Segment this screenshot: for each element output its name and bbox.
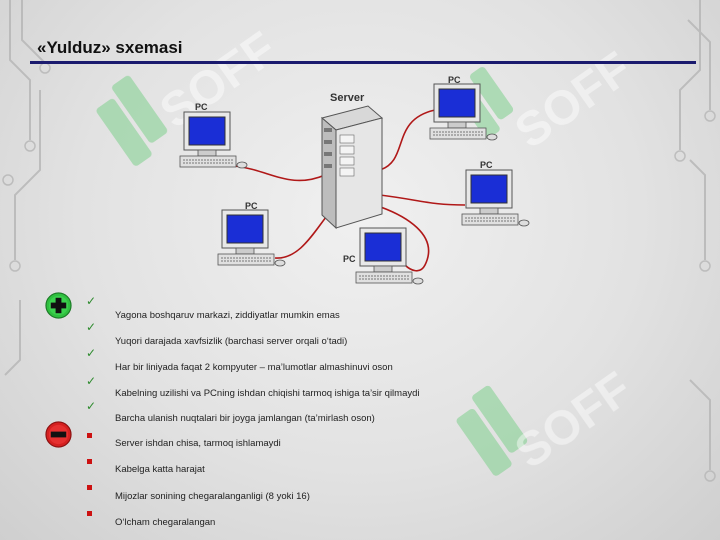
check-icon: ✓ (86, 320, 97, 334)
server-label: Server (330, 92, 365, 104)
title-divider (30, 61, 696, 64)
pc-label: PC (343, 254, 356, 264)
minus-icon (45, 421, 72, 448)
pc-label: PC (448, 75, 461, 85)
bullet-icon (87, 485, 92, 490)
pc-label: PC (480, 160, 493, 170)
advantage-item: Barcha ulanish nuqtalari bir joyga jamla… (115, 413, 375, 424)
pc-icon (217, 209, 286, 267)
pc-icon (461, 169, 530, 227)
pc-icon (429, 83, 498, 141)
bullet-icon (87, 433, 92, 438)
star-topology-diagram: Server PC PC PC PC PC (179, 75, 530, 285)
advantage-item: Yagona boshqaruv markazi, ziddiyatlar mu… (115, 310, 340, 321)
pc-icon (179, 111, 248, 169)
check-icon: ✓ (86, 374, 97, 388)
disadvantage-item: Server ishdan chisa, tarmoq ishlamaydi (115, 438, 281, 449)
plus-icon (45, 292, 72, 319)
check-icon: ✓ (86, 399, 97, 413)
check-icon: ✓ (86, 346, 97, 360)
pc-label: PC (245, 201, 258, 211)
bullet-icon (87, 511, 92, 516)
advantage-item: Kabelning uzilishi va PCning ishdan chiq… (115, 388, 420, 399)
disadvantage-item: O‘lcham chegaralangan (115, 517, 216, 528)
pc-label: PC (195, 102, 208, 112)
disadvantage-item: Kabelga katta harajat (115, 464, 205, 475)
advantage-item: Yuqori darajada xavfsizlik (barchasi ser… (115, 336, 348, 347)
advantage-item: Har bir liniyada faqat 2 kompyuter – ma’… (115, 362, 393, 373)
server-icon (320, 105, 384, 230)
bullet-icon (87, 459, 92, 464)
check-icon: ✓ (86, 294, 97, 308)
pc-icon (355, 227, 424, 285)
watermark-text: SOFF (506, 362, 641, 479)
slide-title: «Yulduz» sxemasi (37, 38, 183, 57)
disadvantage-item: Mijozlar sonining chegaralanganligi (8 y… (115, 491, 310, 502)
